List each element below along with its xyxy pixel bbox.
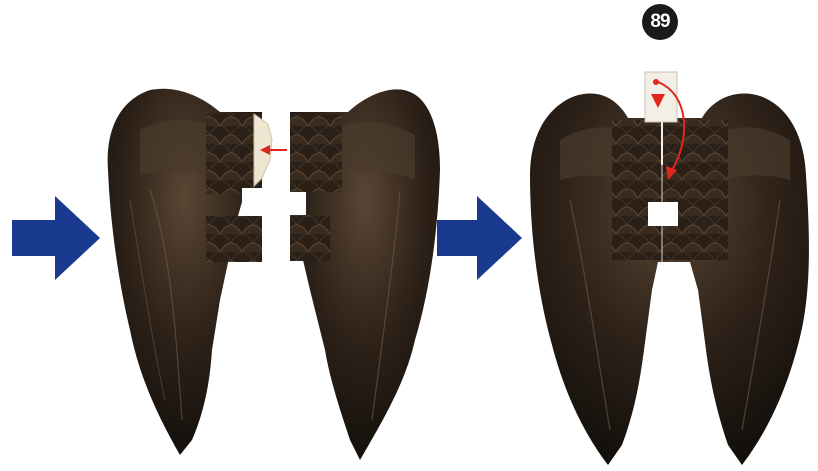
- right-arrow-icon: [437, 196, 522, 280]
- left-wing-right-half: [290, 89, 440, 460]
- joined-wings: [530, 93, 809, 465]
- right-slot-cutout: [648, 202, 678, 226]
- right-arrow-icon: [12, 196, 100, 280]
- left-slot-cutout: [242, 188, 274, 212]
- left-wing-left-half: [108, 89, 262, 455]
